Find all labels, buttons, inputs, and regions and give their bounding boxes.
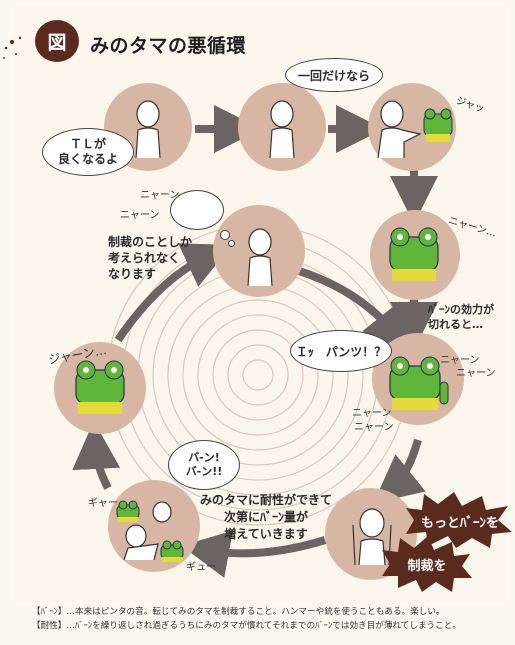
- footnotes: 【ﾊﾞｰﾝ】…本来はピンタの音。転じてみのタマを制裁すること。ハンマーや銃を使う…: [32, 605, 502, 633]
- caption-effect-wears-off: ﾊﾞｰﾝの効力が 切れると…: [428, 303, 494, 332]
- splat-more-bang-shape: [406, 492, 512, 548]
- splat-punish: 制裁を: [407, 558, 447, 574]
- splat-more-bang: もっとﾊﾞｰﾝを: [420, 515, 499, 531]
- page-title: みのタマの悪循環: [90, 35, 247, 57]
- caption-thinking: 制裁のことしか 考えられなく なります: [108, 235, 193, 282]
- frog-icon: [423, 108, 453, 142]
- person-figure-icon: [135, 100, 161, 159]
- sfx-gyaa: ギャー: [88, 498, 118, 509]
- frog-small-icon: [160, 540, 184, 562]
- speech-bang-bang-text: バ-ン! バ-ン!!: [185, 450, 223, 478]
- footnote-bang: 【ﾊﾞｰﾝ】…本来はピンタの音。転じてみのタマを制裁すること。ハンマーや銃を使う…: [32, 607, 445, 617]
- speech-tl-better: ＴＬが 良くなるよ: [42, 128, 134, 176]
- arrow-jyaan-to-think: [114, 243, 232, 343]
- speech-only-once: 一回だけなら: [285, 58, 383, 92]
- caption-tolerance: みのタマに耐性ができて 次第にﾊﾞｰﾝ量が 増えていきます: [200, 493, 333, 541]
- arrow-angry-to-press: [373, 438, 426, 504]
- arrow-press-to-bang: [181, 530, 327, 578]
- arrow-think-to-angry: [294, 266, 411, 354]
- person-figure-icon: [269, 100, 295, 159]
- speech-tl-better-text: ＴＬが 良くなるよ: [57, 137, 118, 166]
- sfx-gyu: ギュー: [186, 562, 216, 573]
- footnote-tolerance: 【耐性】…ﾊﾞｰﾝを繰り返しされ過ぎるうちにみのタマが慣れてそれまでのﾊﾞｰﾝで…: [32, 621, 461, 631]
- sfx-nyaan: ニャーン: [456, 368, 496, 379]
- sfx-nyaan: ニャーン: [440, 355, 480, 366]
- sfx-nyaan: ニャーン: [354, 422, 394, 433]
- person-head-press-icon: [352, 508, 392, 566]
- person-hitting-icon: [123, 501, 172, 561]
- splat-punish-shape: [382, 536, 472, 592]
- ink-splatter-icon: [3, 36, 22, 59]
- frog-jyaan-icon: [75, 360, 125, 414]
- speech-boo-pants-text: Ｉｯ パンツ！？: [295, 344, 387, 359]
- speech-bang-bang: バ-ン! バ-ン!!: [168, 440, 240, 490]
- thought-dot: [228, 240, 235, 247]
- sfx-nyaan: ニャーン: [352, 408, 392, 419]
- figure-badge-label: 図: [47, 31, 67, 54]
- speech-boo-pants: Ｉｯ パンツ！？: [290, 330, 392, 372]
- person-thinking-icon: [247, 228, 273, 287]
- frog-small-icon: [116, 500, 140, 522]
- arrow-bang-to-jyaan: [72, 421, 121, 490]
- sfx-nyaan: ニャーン: [140, 190, 180, 201]
- figure-badge: 図: [35, 20, 79, 62]
- thought-dot: [220, 230, 230, 240]
- person-slapping-icon: [377, 100, 422, 159]
- frog-sad-icon: [389, 227, 439, 281]
- sfx-nyaan: ニャーン: [120, 210, 160, 221]
- speech-only-once-text: 一回だけなら: [297, 68, 370, 83]
- frog-angry-icon: [389, 356, 449, 410]
- thought-bubble: [170, 190, 224, 230]
